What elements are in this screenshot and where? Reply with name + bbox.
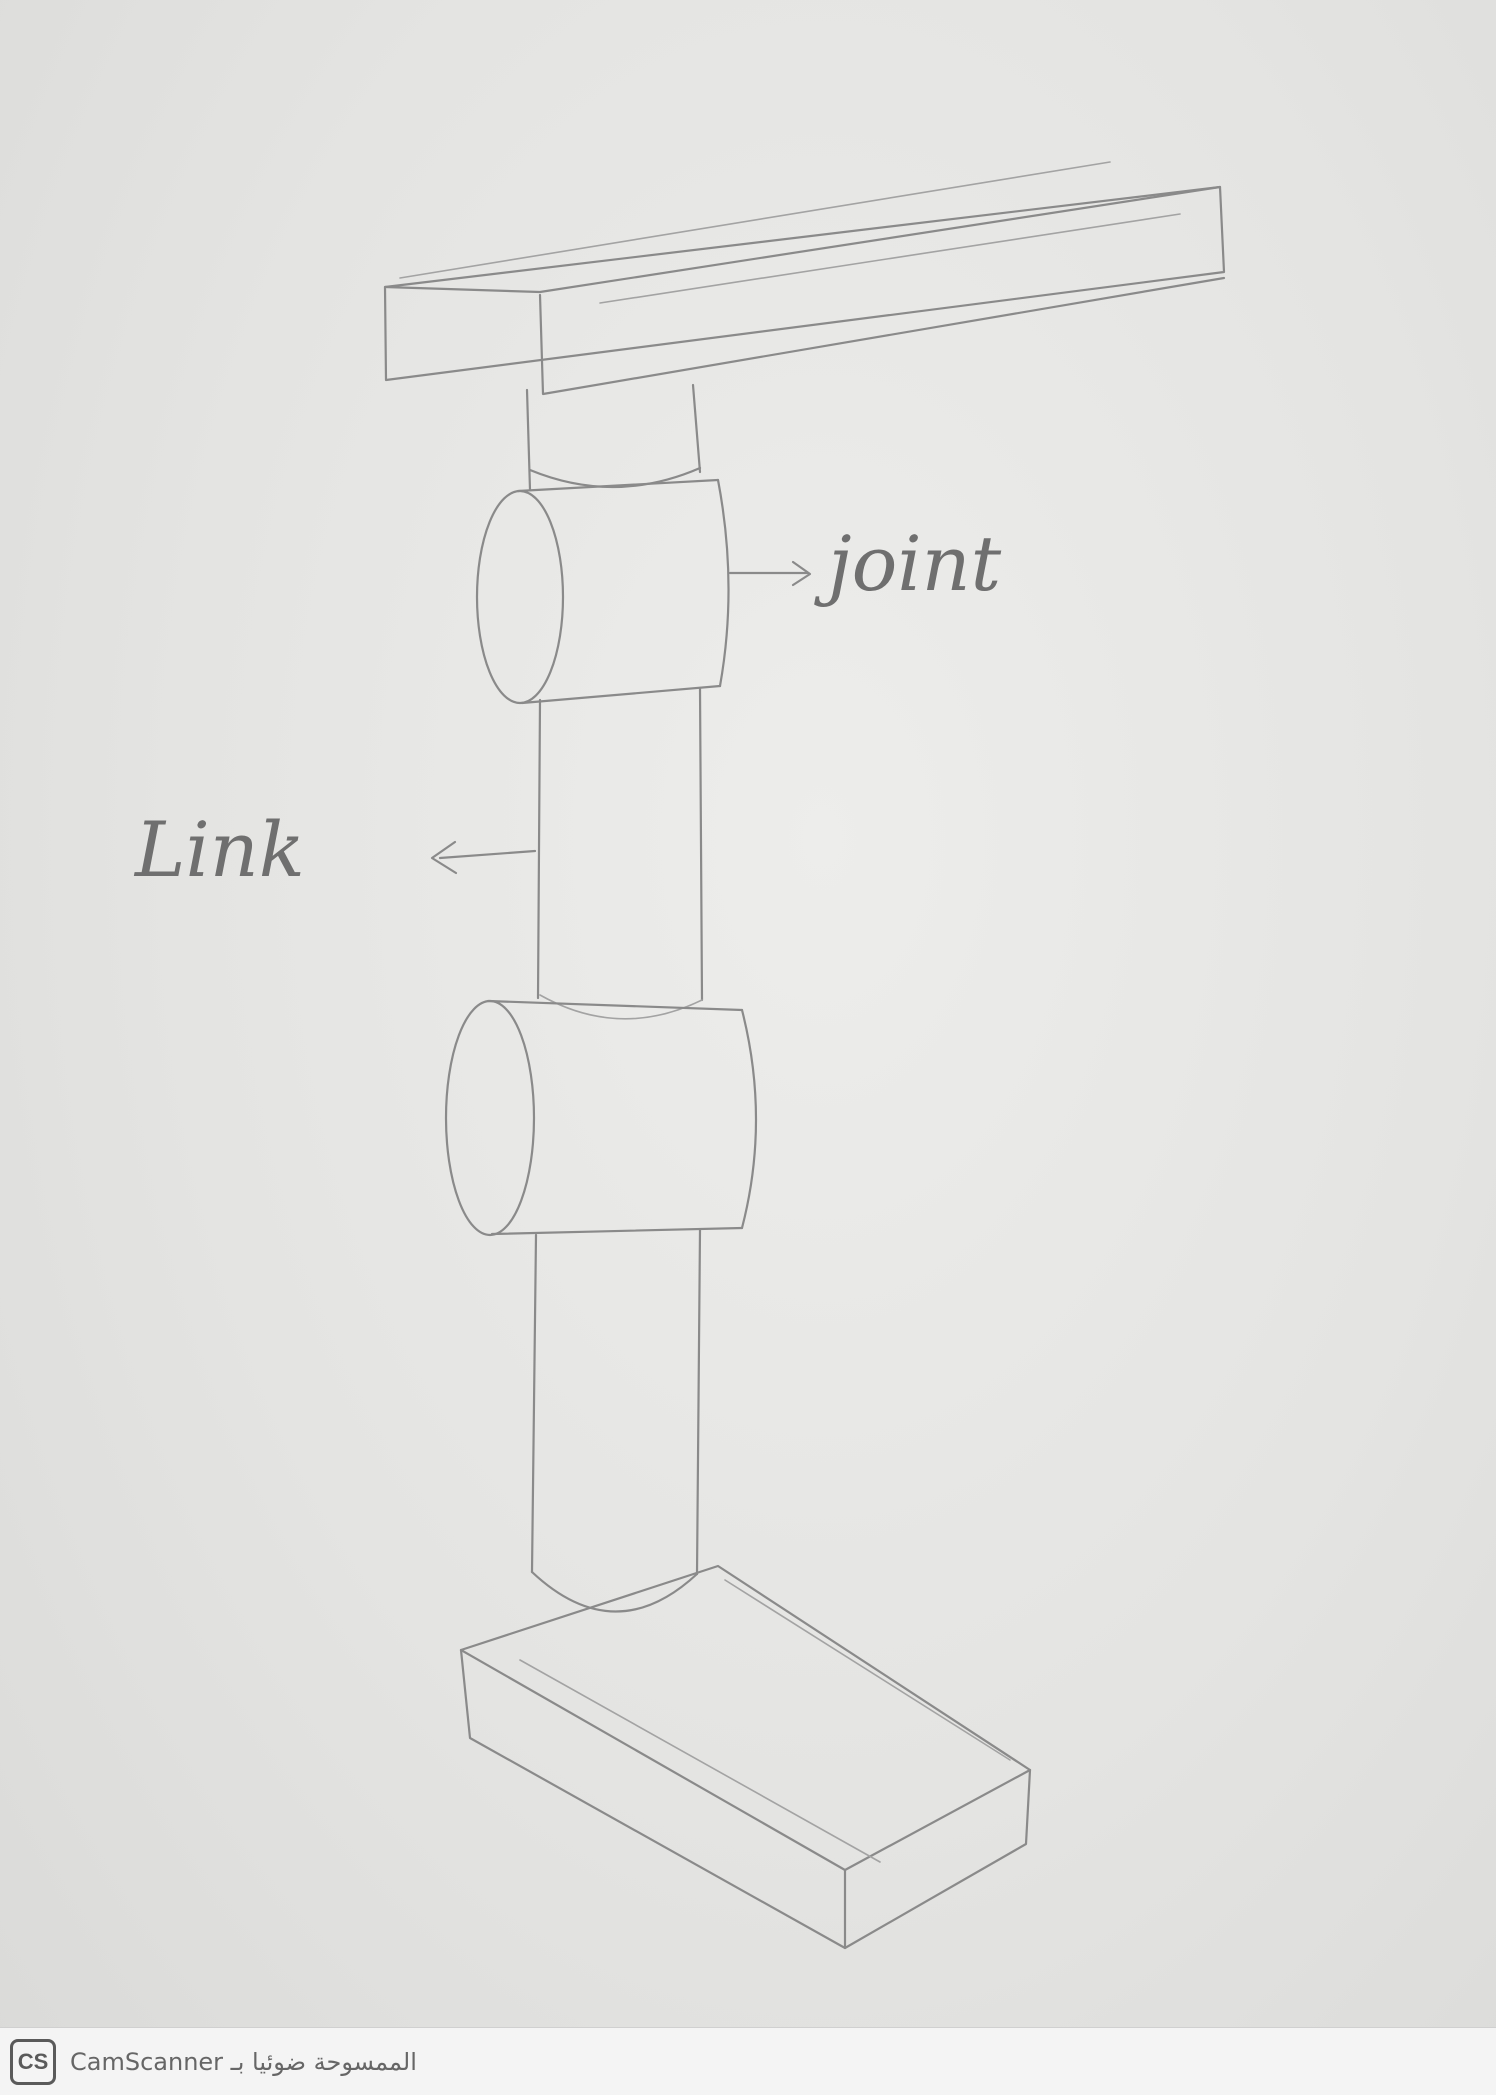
- middle-link: [538, 688, 702, 1019]
- watermark-text: CamScanner الممسوحة ضوئيا بـ: [70, 2048, 417, 2076]
- link-label: Link: [133, 805, 305, 894]
- top-beam: [385, 162, 1224, 394]
- joint-arrow: [730, 562, 810, 585]
- base-block: [461, 1566, 1030, 1948]
- scanner-watermark-bar: CS CamScanner الممسوحة ضوئيا بـ: [0, 2027, 1496, 2095]
- lower-joint: [446, 1001, 756, 1235]
- joint-label: joint: [814, 519, 1002, 608]
- robot-arm-sketch: joint Link: [0, 0, 1496, 2027]
- link-arrow: [432, 842, 535, 873]
- camscanner-logo-icon: CS: [10, 2039, 56, 2085]
- upper-neck: [527, 385, 700, 490]
- upper-joint: [477, 480, 729, 703]
- lower-link: [532, 1230, 700, 1612]
